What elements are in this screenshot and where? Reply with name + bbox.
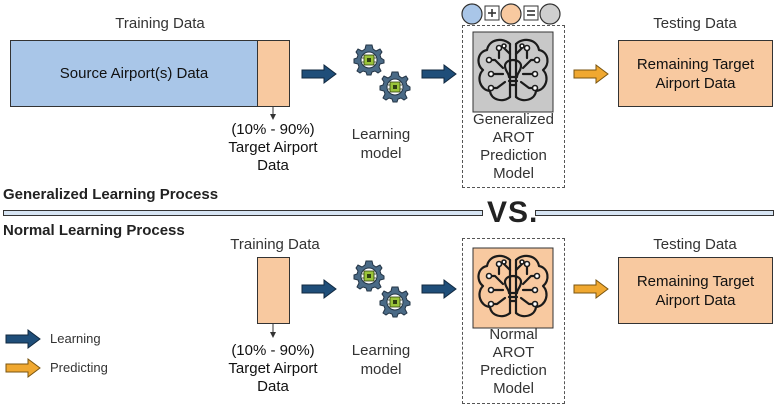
remaining-top-l2: Airport Data (655, 74, 736, 92)
learning-model-top-l2: model (360, 145, 402, 162)
target-label-top-l2: Data (257, 157, 289, 174)
target-slice-top (257, 40, 290, 107)
legend-predicting-label: Predicting (50, 360, 108, 375)
generalized-model-container (462, 25, 565, 188)
target-pct-bottom: (10% - 90%) (231, 342, 315, 359)
brain-circuit-icon-normal (471, 246, 555, 330)
testing-data-title-bottom: Testing Data (653, 236, 737, 253)
target-label-bottom-l2: Data (257, 378, 289, 395)
learning-arrow-top-1 (301, 64, 337, 84)
predicting-arrow-bottom (573, 279, 609, 299)
training-data-title-top: Training Data (115, 15, 205, 32)
learning-arrow-top-2 (421, 64, 457, 84)
learning-arrow-bottom-2 (421, 279, 457, 299)
equals-icon (523, 5, 539, 21)
plus-icon (484, 5, 500, 21)
remaining-top-l1: Remaining Target (636, 55, 755, 73)
brain-circuit-icon-generalized (471, 30, 555, 114)
target-slice-bottom (257, 257, 290, 324)
normal-model-l3: Prediction (480, 362, 547, 379)
learning-arrow-bottom-1 (301, 279, 337, 299)
gears-chip-icon-top (353, 44, 411, 103)
target-pct-top: (10% - 90%) (231, 121, 315, 138)
legend-learning-arrow (5, 329, 41, 349)
learning-model-bottom-l2: model (360, 361, 402, 378)
generalized-model-l1: Generalized (473, 111, 554, 128)
divider-bar-right (535, 210, 774, 216)
generalized-learning-process-label: Generalized Learning Process (3, 186, 219, 203)
remaining-target-box-top: Remaining Target Airport Data (618, 40, 773, 107)
peach-circle-icon (500, 3, 522, 25)
remaining-bottom-l2: Airport Data (655, 291, 736, 309)
generalized-model-l2: AROT (492, 129, 535, 146)
training-data-title-bottom: Training Data (230, 236, 320, 253)
normal-model-l1: Normal (489, 326, 538, 343)
normal-learning-process-label: Normal Learning Process (3, 222, 185, 239)
target-label-top-l1: Target Airport (228, 139, 318, 156)
gray-circle-icon (539, 3, 561, 25)
source-airport-box: Source Airport(s) Data (10, 40, 258, 107)
remaining-target-box-bottom: Remaining Target Airport Data (618, 257, 773, 324)
testing-data-title-top: Testing Data (653, 15, 737, 32)
remaining-bottom-l1: Remaining Target (636, 272, 755, 290)
blue-circle-icon (461, 3, 483, 25)
generalized-model-l4: Model (493, 165, 534, 182)
target-label-bottom-l1: Target Airport (228, 360, 318, 377)
normal-model-container (462, 238, 565, 404)
predicting-arrow-top (573, 64, 609, 84)
legend-learning-label: Learning (50, 331, 101, 346)
normal-model-l4: Model (493, 380, 534, 397)
divider-bar-left (3, 210, 483, 216)
learning-model-bottom-l1: Learning (351, 342, 411, 359)
gears-chip-icon-bottom (353, 260, 411, 318)
generalized-model-l3: Prediction (480, 147, 547, 164)
vs-label: VS. (487, 196, 539, 229)
legend-predicting-arrow (5, 358, 41, 378)
learning-model-top-l1: Learning (351, 126, 411, 143)
normal-model-l2: AROT (492, 344, 535, 361)
